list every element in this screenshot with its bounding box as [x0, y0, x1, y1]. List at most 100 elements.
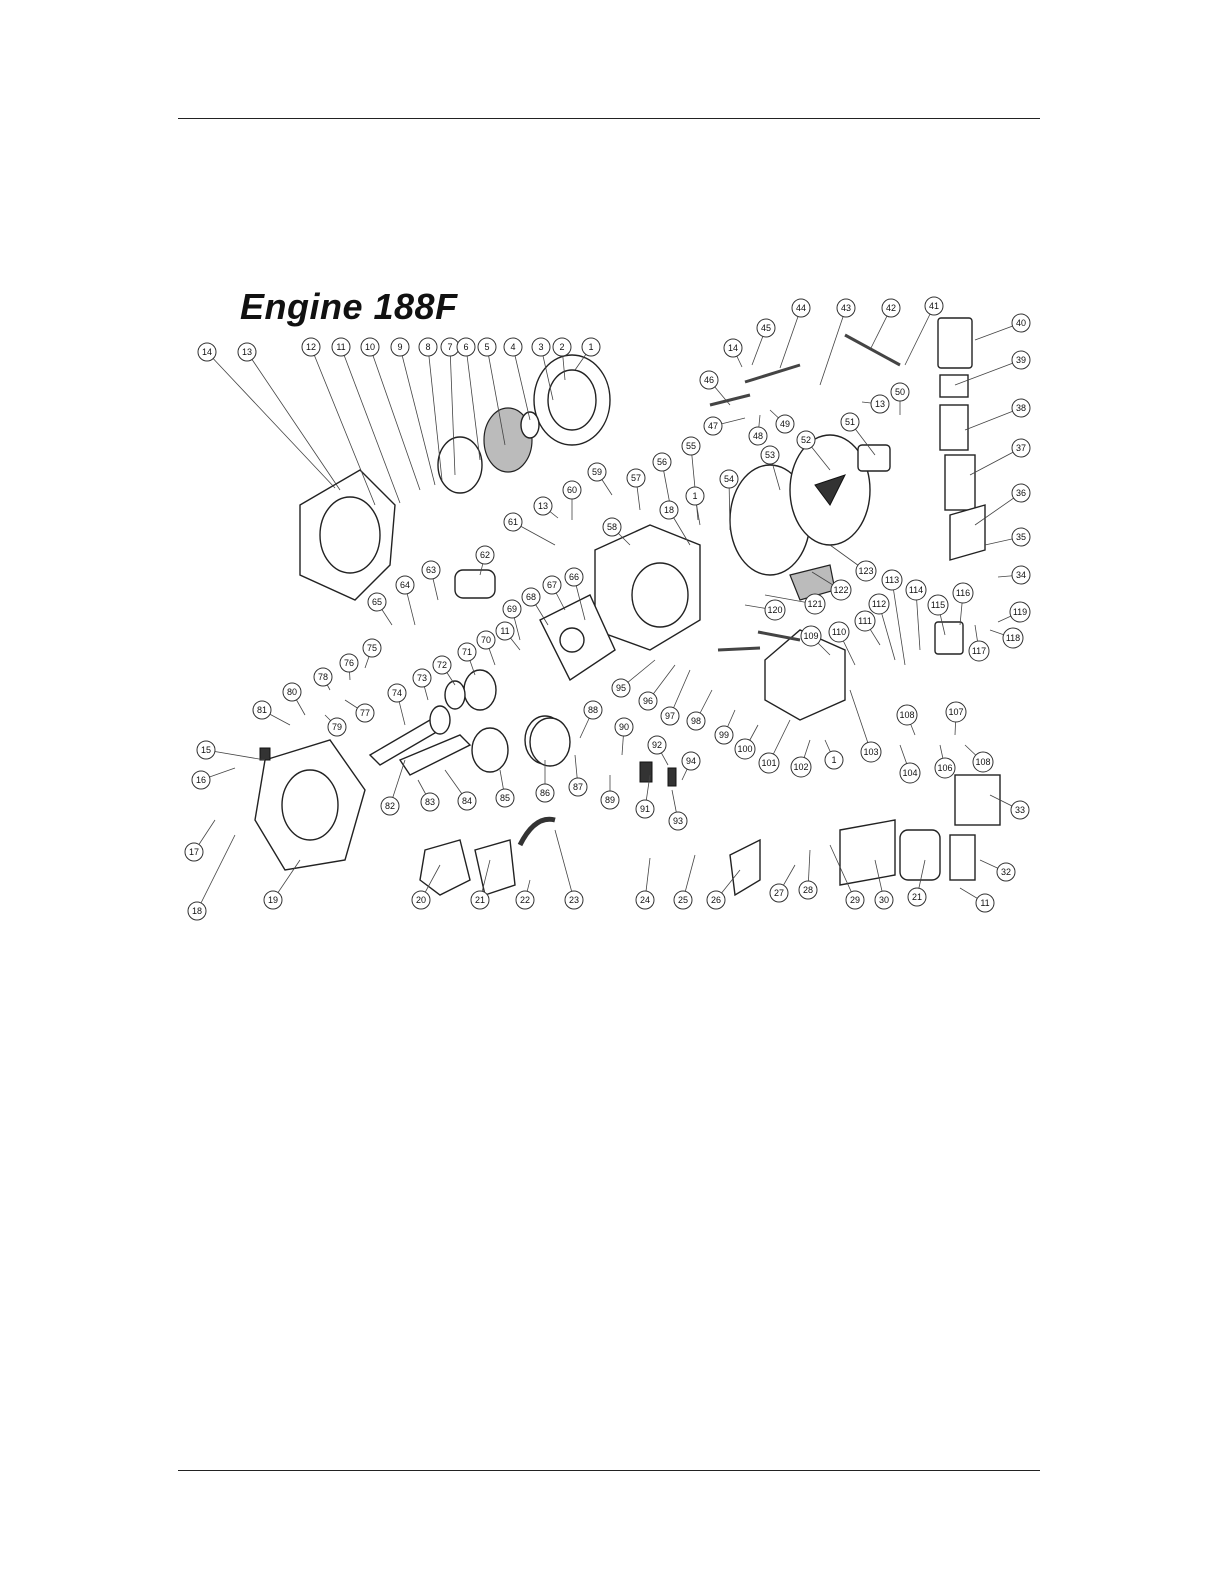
callout-leader — [340, 346, 401, 504]
callout-9: 9 — [390, 337, 410, 357]
callout-24: 24 — [635, 890, 655, 910]
callout-circle — [1009, 601, 1031, 623]
callout-circle — [699, 370, 719, 390]
callout-leader — [399, 346, 436, 486]
callout-84: 84 — [457, 791, 477, 811]
callout-circle — [362, 638, 382, 658]
callout-label: 114 — [909, 585, 923, 595]
callout-label: 48 — [753, 431, 763, 441]
callout-label: 94 — [686, 756, 696, 766]
callout-93: 93 — [668, 811, 688, 831]
callout-32: 32 — [996, 862, 1016, 882]
callout-117: 117 — [968, 640, 990, 662]
callout-78: 78 — [313, 667, 333, 687]
callout-circle — [552, 337, 572, 357]
callout-circle — [668, 811, 688, 831]
callout-circle — [495, 788, 515, 808]
callout-76: 76 — [339, 653, 359, 673]
callout-102: 102 — [790, 756, 812, 778]
callout-label: 2 — [559, 342, 564, 352]
callout-circle — [542, 575, 562, 595]
callout-circle — [380, 796, 400, 816]
callout-label: 80 — [287, 687, 297, 697]
callout-circle — [418, 337, 438, 357]
callout-108: 108 — [896, 704, 918, 726]
callout-57: 57 — [626, 468, 646, 488]
callout-42: 42 — [881, 298, 901, 318]
callout-106: 106 — [934, 757, 956, 779]
callout-27: 27 — [769, 883, 789, 903]
callout-circle — [475, 545, 495, 565]
callout-label: 18 — [192, 906, 202, 916]
callout-label: 55 — [686, 441, 696, 451]
callout-circle — [476, 630, 496, 650]
callout-circle — [533, 496, 553, 516]
callout-label: 75 — [367, 643, 377, 653]
callout-6: 6 — [456, 337, 476, 357]
callout-circle — [263, 890, 283, 910]
callout-label: 67 — [547, 580, 557, 590]
callout-circle — [798, 880, 818, 900]
callout-12: 12 — [301, 337, 321, 357]
callout-circle — [972, 751, 994, 773]
callout-label: 22 — [520, 895, 530, 905]
callout-circle — [1010, 800, 1030, 820]
callout-label: 13 — [875, 399, 885, 409]
callout-label: 107 — [948, 707, 963, 717]
callout-leader — [779, 307, 802, 369]
callout-99: 99 — [714, 725, 734, 745]
callout-121: 121 — [804, 593, 826, 615]
callout-label: 44 — [796, 303, 806, 313]
callout-87: 87 — [568, 777, 588, 797]
callout-label: 3 — [538, 342, 543, 352]
callout-circle — [614, 717, 634, 737]
callout-circle — [800, 625, 822, 647]
callout-label: 12 — [306, 342, 316, 352]
callout-115: 115 — [927, 594, 949, 616]
callout-label: 103 — [863, 747, 878, 757]
starter-pulley — [483, 407, 533, 473]
callout-72: 72 — [432, 655, 452, 675]
callout-label: 5 — [484, 342, 489, 352]
callout-label: 16 — [196, 775, 206, 785]
callout-label: 21 — [912, 892, 922, 902]
callout-41: 41 — [924, 296, 944, 316]
callout-circle — [432, 655, 452, 675]
callout-label: 82 — [385, 801, 395, 811]
callout-13: 13 — [237, 342, 257, 362]
callout-circle — [421, 560, 441, 580]
callout-label: 37 — [1016, 443, 1026, 453]
callout-circle — [706, 890, 726, 910]
callout-label: 115 — [931, 600, 945, 610]
callout-55: 55 — [681, 436, 701, 456]
callout-label: 26 — [711, 895, 721, 905]
callout-circle — [339, 653, 359, 673]
callout-label: 35 — [1016, 532, 1026, 542]
callout-label: 28 — [803, 885, 813, 895]
callout-80: 80 — [282, 682, 302, 702]
callout-label: 112 — [872, 599, 886, 609]
callout-74: 74 — [387, 683, 407, 703]
callout-40: 40 — [1011, 313, 1031, 333]
callout-23: 23 — [564, 890, 584, 910]
callout-label: 98 — [691, 716, 701, 726]
callout-circle — [600, 790, 620, 810]
callout-circle — [685, 486, 705, 506]
callout-circle — [191, 770, 211, 790]
callout-circle — [1011, 350, 1031, 370]
callout-90: 90 — [614, 717, 634, 737]
callout-11: 11 — [975, 893, 995, 913]
callout-98: 98 — [686, 711, 706, 731]
callout-label: 111 — [858, 616, 872, 626]
callout-122: 122 — [830, 579, 852, 601]
callout-circle — [775, 414, 795, 434]
callout-leader — [369, 346, 421, 491]
callout-110: 110 — [828, 621, 850, 643]
callout-label: 17 — [189, 847, 199, 857]
callout-label: 39 — [1016, 355, 1026, 365]
callout-label: 30 — [879, 895, 889, 905]
callout-circle — [611, 678, 631, 698]
callout-circle — [968, 640, 990, 662]
callout-109: 109 — [800, 625, 822, 647]
